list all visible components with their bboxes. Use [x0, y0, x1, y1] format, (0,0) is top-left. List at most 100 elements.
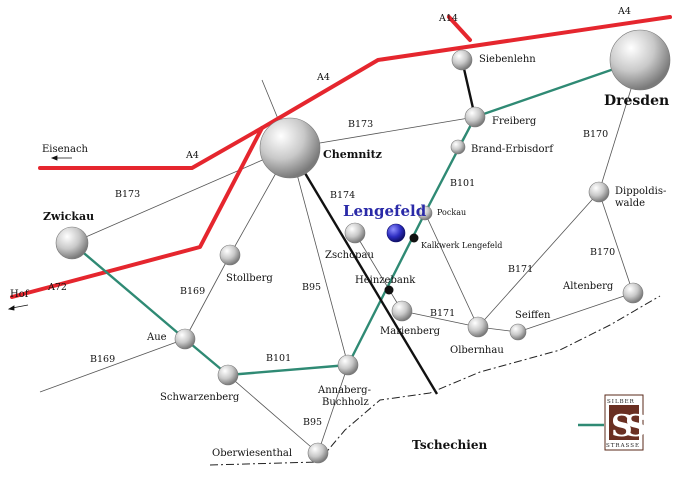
- road-dippoldiswalde-altenberg: [598, 191, 634, 294]
- label-country: Tschechien: [412, 438, 487, 452]
- label-heinzebank: Heinzebank: [355, 275, 416, 286]
- label-olbernhau: Olbernhau: [450, 345, 504, 356]
- label-marienberg: Marienberg: [380, 326, 441, 337]
- label-freiberg: Freiberg: [492, 116, 537, 127]
- marker-chemnitz[interactable]: [259, 117, 321, 179]
- silberstrasse-logo: SS SILBER STRASSE: [604, 394, 652, 451]
- road-b95: [289, 147, 349, 366]
- logo-top-text: SILBER: [607, 399, 635, 405]
- label-brand-erbisdorf: Brand-Erbisdorf: [471, 144, 554, 155]
- label-chemnitz: Chemnitz: [323, 148, 382, 161]
- road-stollberg-aue: [184, 254, 231, 340]
- road-b95-south: [317, 364, 349, 454]
- label-b101-north: B101: [450, 178, 475, 189]
- road-b171-olbernhau-dippoldiswalde: [477, 191, 600, 328]
- label-dippoldiswalde-2: walde: [615, 198, 645, 209]
- arrow-eisenach-head: [50, 155, 58, 161]
- road-b173-west: [71, 147, 291, 244]
- marker-altenberg[interactable]: [622, 282, 644, 304]
- marker-siebenlehn[interactable]: [451, 49, 473, 71]
- marker-brand-erbisdorf[interactable]: [450, 139, 466, 155]
- marker-annaberg[interactable]: [337, 354, 359, 376]
- label-b171-east: B171: [508, 264, 533, 275]
- direction-arrows: [7, 155, 72, 311]
- label-dresden: Dresden: [604, 93, 669, 109]
- road-b169: [39, 338, 186, 393]
- arrow-hof-head: [7, 305, 15, 311]
- road-seiffen-altenberg: [517, 292, 634, 333]
- arrow-hof: [11, 304, 29, 309]
- label-b101-south: B101: [266, 353, 291, 364]
- label-b173-north: B173: [348, 119, 373, 130]
- label-b95-south: B95: [303, 417, 322, 428]
- label-eisenach: Eisenach: [42, 144, 89, 155]
- railway-chemnitz-annaberg: [288, 147, 439, 395]
- label-seiffen: Seiffen: [515, 310, 551, 321]
- road-labels: A14 A4 A4 A4 A72 B173 B173 B170 B170 B17…: [47, 6, 631, 428]
- label-a4-mid: A4: [316, 72, 330, 83]
- label-stollberg: Stollberg: [226, 273, 273, 284]
- marker-oberwiesenthal[interactable]: [307, 442, 329, 464]
- label-zwickau: Zwickau: [43, 210, 94, 223]
- label-aue: Aue: [146, 332, 167, 343]
- direction-labels: Eisenach Hof: [10, 144, 89, 300]
- station-dots: [384, 233, 419, 295]
- logo-bottom-text: STRASSE: [606, 443, 640, 449]
- silver-road-west: [71, 242, 349, 377]
- label-hof: Hof: [10, 289, 30, 300]
- label-schwarzenberg: Schwarzenberg: [160, 392, 240, 403]
- station-heinzebank[interactable]: [384, 285, 394, 295]
- label-annaberg-1: Annaberg-: [317, 385, 371, 396]
- motorway-a4: [38, 15, 672, 170]
- logo-block: [609, 405, 639, 440]
- label-a4-west: A4: [185, 150, 199, 161]
- marker-pockau[interactable]: [417, 205, 433, 221]
- road-schwarzenberg-oberwiesenthal: [227, 374, 319, 454]
- motorway-a14: [447, 15, 472, 42]
- marker-lengefeld[interactable]: [386, 223, 406, 243]
- road-zschopau-marienberg: [354, 232, 403, 312]
- label-oberwiesenthal: Oberwiesenthal: [212, 448, 292, 459]
- road-b173-north: [289, 116, 476, 149]
- marker-dippoldiswalde[interactable]: [588, 181, 610, 203]
- station-kalkwerk[interactable]: [409, 233, 419, 243]
- label-dippoldiswalde-1: Dippoldis-: [615, 186, 666, 197]
- label-b95-mid: B95: [302, 282, 321, 293]
- label-lengefeld: Lengefeld: [343, 202, 427, 220]
- label-a4-east: A4: [617, 6, 631, 17]
- marker-dresden[interactable]: [609, 29, 671, 91]
- marker-zschopau[interactable]: [344, 222, 366, 244]
- marker-marienberg[interactable]: [391, 300, 413, 322]
- label-b173-west: B173: [115, 189, 140, 200]
- label-altenberg: Altenberg: [562, 281, 614, 292]
- label-b174: B174: [330, 190, 355, 201]
- label-b171-mid: B171: [430, 308, 455, 319]
- city-markers: [55, 29, 671, 464]
- label-siebenlehn: Siebenlehn: [479, 54, 536, 65]
- label-kalkwerk: Kalkwerk Lengefeld: [421, 241, 502, 250]
- city-labels: Dresden Chemnitz Zwickau Lengefeld Siebe…: [43, 54, 669, 459]
- motorways: [10, 15, 672, 299]
- marker-freiberg[interactable]: [464, 106, 486, 128]
- label-b169-west: B169: [180, 286, 205, 297]
- label-annaberg-2: Buchholz: [322, 397, 369, 408]
- marker-seiffen[interactable]: [509, 323, 527, 341]
- label-zschopau: Zschopau: [325, 250, 375, 261]
- motorway-a72: [10, 126, 264, 299]
- marker-zwickau[interactable]: [55, 226, 89, 260]
- label-a14: A14: [438, 13, 458, 24]
- marker-schwarzenberg[interactable]: [217, 364, 239, 386]
- label-a72: A72: [47, 282, 67, 293]
- label-b170-north: B170: [583, 129, 608, 140]
- railways: [288, 59, 477, 395]
- marker-olbernhau[interactable]: [467, 316, 489, 338]
- road-pockau-olbernhau: [424, 212, 479, 328]
- marker-stollberg[interactable]: [219, 244, 241, 266]
- road-b171-marienberg-olbernhau: [401, 310, 479, 328]
- border-czech: [209, 295, 661, 466]
- label-b169-south: B169: [90, 354, 115, 365]
- label-pockau: Pockau: [437, 208, 466, 217]
- marker-aue[interactable]: [174, 328, 196, 350]
